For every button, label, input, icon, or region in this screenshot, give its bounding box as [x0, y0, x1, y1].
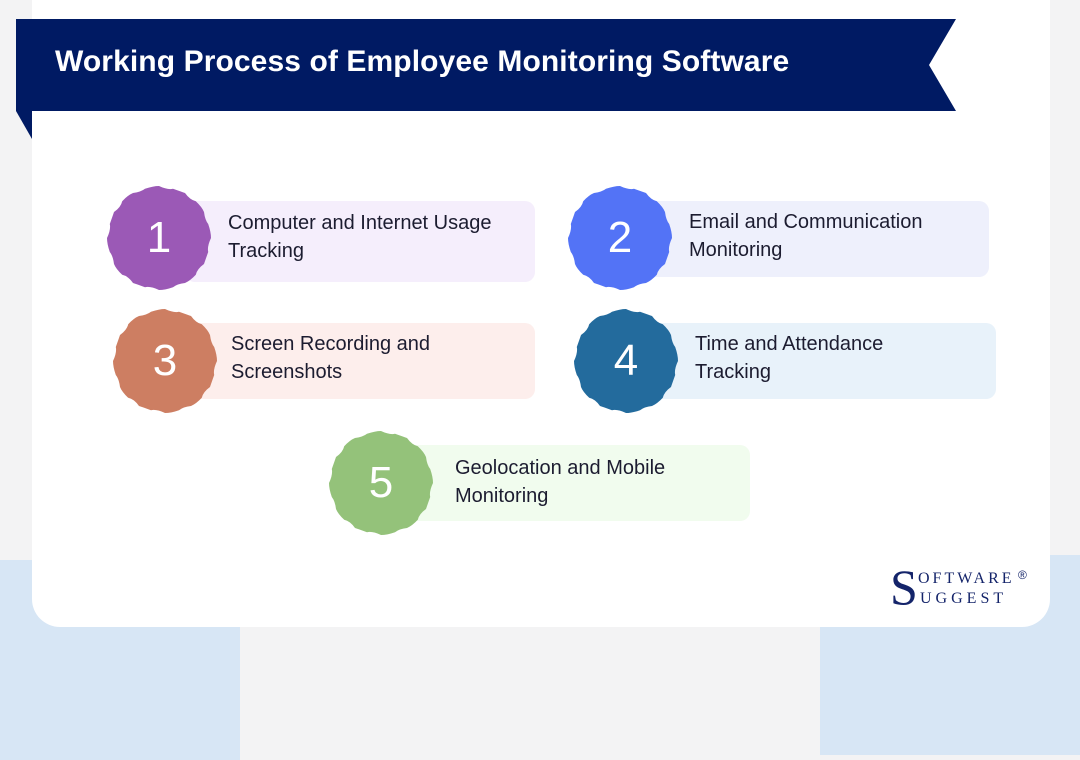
step-2-badge: 2 [568, 186, 672, 290]
step-1-badge: 1 [107, 186, 211, 290]
scalloped-badge-icon [113, 309, 217, 413]
step-2-label-line1: Email and Communication [689, 211, 923, 233]
scalloped-badge-icon [107, 186, 211, 290]
step-4-label-line2: Tracking [695, 361, 771, 383]
step-5-pill [407, 445, 750, 521]
step-3-label-line1: Screen Recording and [231, 333, 431, 355]
step-4-label: Time and Attendance Tracking [695, 330, 883, 386]
title-ribbon: Working Process of Employee Monitoring S… [16, 19, 956, 139]
step-1-label-line2: Tracking [228, 240, 304, 262]
step-5-label-line1: Geolocation and Mobile [455, 457, 666, 479]
step-3-pill [191, 323, 535, 399]
step-5-number: 5 [368, 458, 394, 507]
step-4-label-line1: Time and Attendance [695, 333, 884, 355]
registered-mark-icon: ® [1018, 568, 1027, 582]
step-4-number: 4 [613, 336, 639, 385]
ribbon-shape [16, 19, 956, 139]
scalloped-badge-icon [574, 309, 678, 413]
step-2-label-line2: Monitoring [689, 239, 783, 261]
logo-line1: oftware [918, 570, 1015, 587]
step-2-label: Email and Communication Monitoring [689, 208, 922, 264]
logo-initial: S [890, 559, 918, 615]
step-5-label-line2: Monitoring [455, 485, 549, 507]
step-4-pill [652, 323, 996, 399]
step-3-badge: 3 [113, 309, 217, 413]
softwaresuggest-logo: S oftware uggest ® [890, 562, 1040, 616]
step-1-label: Computer and Internet Usage Tracking [228, 209, 492, 265]
step-1-number: 1 [146, 213, 172, 262]
logo-line2: uggest [920, 590, 1008, 607]
step-3-label: Screen Recording and Screenshots [231, 330, 430, 386]
step-3-label-line2: Screenshots [231, 361, 343, 383]
step-5-badge: 5 [329, 431, 433, 535]
step-3-number: 3 [152, 336, 178, 385]
step-5-label: Geolocation and Mobile Monitoring [455, 454, 665, 510]
step-1-pill [185, 201, 535, 282]
page-title: Working Process of Employee Monitoring S… [55, 45, 790, 78]
step-1-label-line1: Computer and Internet Usage [228, 212, 492, 234]
step-2-number: 2 [607, 213, 633, 262]
scalloped-badge-icon [568, 186, 672, 290]
step-2-pill [646, 201, 989, 277]
scalloped-badge-icon [329, 431, 433, 535]
step-4-badge: 4 [574, 309, 678, 413]
